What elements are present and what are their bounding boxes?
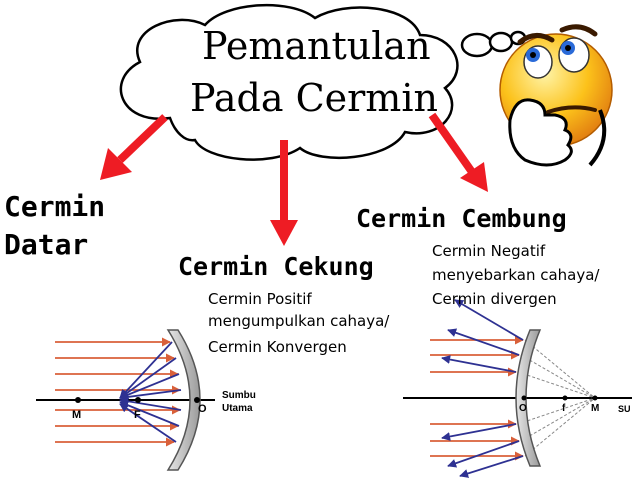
- datar-label-1: Cermin: [4, 190, 106, 223]
- cembung-desc-2: menyebarkan cahaya/: [432, 266, 600, 284]
- reflected-rays: [119, 341, 182, 443]
- cembung-desc-1: Cermin Negatif: [432, 242, 546, 260]
- arrow-to-cembung: [428, 112, 488, 192]
- concave-mirror-diagram: M F O Sumbu Utama: [36, 329, 256, 471]
- convex-point-f: f: [562, 403, 566, 414]
- title-line-1: Pemantulan: [202, 24, 431, 68]
- thinking-emoji-icon: [499, 24, 613, 167]
- convex-mirror-shape: [515, 329, 542, 467]
- cembung-title: Cermin Cembung: [356, 204, 567, 233]
- virtual-extension-lines: [517, 339, 596, 457]
- title-line-2: Pada Cermin: [190, 76, 438, 120]
- convex-axis-label: SU: [618, 404, 631, 414]
- convex-point-o: O: [519, 403, 527, 414]
- cembung-desc-3: Cermin divergen: [432, 290, 557, 308]
- datar-label-2: Datar: [4, 228, 89, 261]
- arrow-to-cekung: [270, 140, 298, 246]
- concave-point-o: O: [198, 403, 207, 415]
- concave-point-m: M: [72, 409, 81, 421]
- concave-axis-label-1: Sumbu: [222, 390, 256, 401]
- convex-mirror-diagram: O f M SU: [403, 299, 632, 478]
- reflected-rays-convex: [441, 299, 524, 478]
- cekung-desc-2: mengumpulkan cahaya/: [208, 312, 390, 330]
- title-cloud: [119, 3, 459, 161]
- concave-axis-label-2: Utama: [222, 403, 253, 414]
- cekung-desc-3: Cermin Konvergen: [208, 338, 347, 356]
- convex-point-m: M: [591, 403, 599, 414]
- cekung-desc-1: Cermin Positif: [208, 290, 312, 308]
- cekung-title: Cermin Cekung: [178, 252, 374, 281]
- incident-rays: [55, 337, 181, 447]
- concave-point-f: F: [134, 409, 141, 421]
- arrow-to-datar: [100, 114, 168, 180]
- concave-mirror-shape: [166, 329, 201, 471]
